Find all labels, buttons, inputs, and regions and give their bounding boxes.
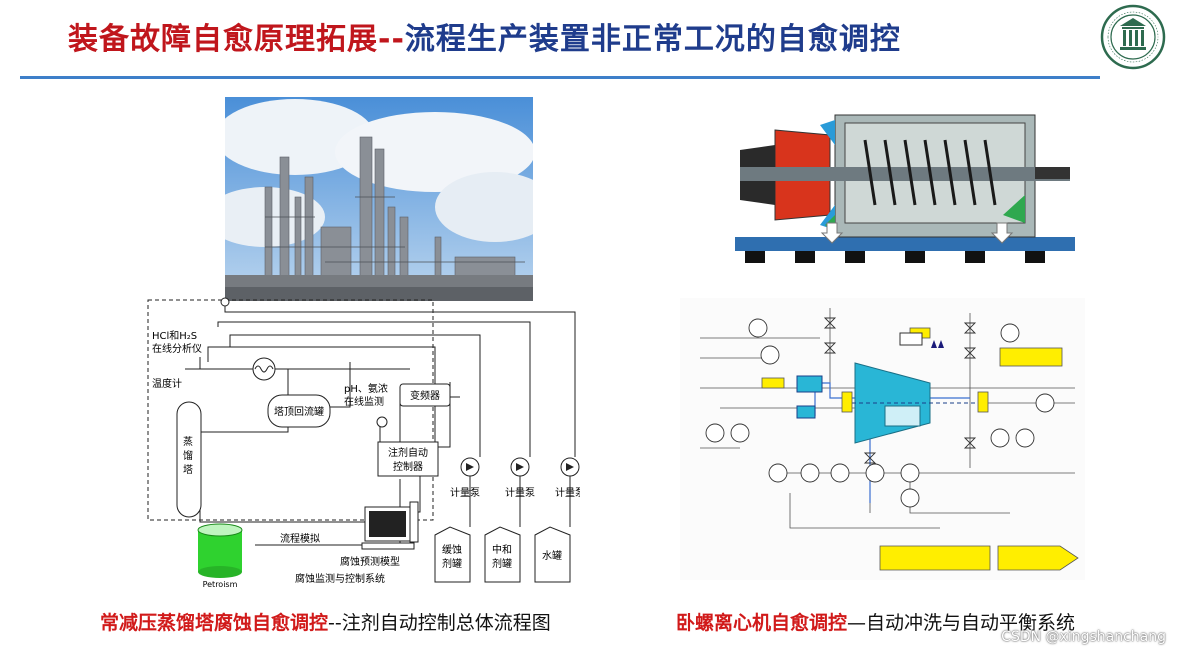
label-hcl-l1: HCl和H₂S [152,330,197,342]
label-corrosion-model: 腐蚀预测模型 [340,555,400,568]
label-tank2-l1: 中和 [492,543,512,556]
label-tower-c3: 塔 [183,463,193,476]
reflux-tank [267,394,331,428]
label-meter-pump-1: 计量泵 [450,486,480,499]
neutralizer-tank [484,526,521,583]
heat-exchanger-icon [252,357,276,381]
vfd-box [399,383,451,407]
label-meter-pump-2: 计量泵 [505,486,535,499]
label-vfd: 变频器 [410,389,440,402]
title-divider [20,76,1100,79]
label-hcl-l2: 在线分析仪 [152,342,202,355]
label-tank1-l2: 剂罐 [442,557,462,570]
computer-icon [361,501,419,550]
yellow-tag-1 [761,377,785,389]
label-petroism: Petroism [203,580,238,589]
centrifuge-control-schematic [680,298,1085,580]
right-caption-red: 卧螺离心机自愈调控 [676,612,848,634]
right-caption-black: —自动冲洗与自动平衡系统 [847,612,1076,634]
label-ph-l1: pH、氨浓 [344,382,388,395]
refinery-photo [225,97,533,301]
label-ph-l2: 在线监测 [344,395,384,408]
label-tank3: 水罐 [542,549,562,562]
left-caption-red: 常减压蒸馏塔腐蚀自愈调控 [100,612,329,634]
label-tower-c2: 馏 [183,449,193,462]
left-caption-black: --注剂自动控制总体流程图 [328,612,551,634]
label-meter-pump-3: 计量泵 [555,486,580,499]
label-thermometer: 温度计 [152,377,182,390]
title-part2: 流程生产装置非正常工况的自愈调控 [404,22,901,57]
injector-controller-box [377,441,439,477]
yellow-arrow-1 [879,545,991,571]
distillation-tower [176,401,202,518]
yellow-tag-2 [999,347,1063,367]
left-caption: 常减压蒸馏塔腐蚀自愈调控--注剂自动控制总体流程图 [100,608,551,635]
csdn-watermark: CSDN @xingshanchang [1001,629,1166,645]
title-separator: -- [378,22,405,57]
label-monitor-system: 腐蚀监测与控制系统 [295,572,385,585]
label-injector-l1: 注剂自动 [388,446,428,459]
inhibitor-tank [434,526,471,583]
label-injector-l2: 控制器 [393,460,423,473]
label-reflux-tank: 塔顶回流罐 [274,405,324,418]
label-tower-c1: 蒸 [183,436,193,448]
petroism-db-icon [197,523,243,578]
water-tank [534,526,571,583]
page-title: 装备故障自愈原理拓展--流程生产装置非正常工况的自愈调控 [68,14,901,58]
decanter-centrifuge-image [735,114,1075,263]
dashed-control-boundary [147,299,434,521]
title-part1: 装备故障自愈原理拓展 [68,22,378,57]
yellow-arrow-2 [997,545,1079,571]
right-caption: 卧螺离心机自愈调控—自动冲洗与自动平衡系统 [676,608,1075,635]
distillation-flow-diagram: HCl和H₂S 在线分析仪 温度计 蒸 馏 塔 塔顶回流罐 pH、氨浓 在线监测… [147,297,580,589]
label-tank1-l1: 缓蚀 [442,543,462,556]
label-process-sim: 流程模拟 [280,532,320,545]
label-tank2-l2: 剂罐 [492,557,512,570]
university-logo-icon [1100,4,1166,70]
